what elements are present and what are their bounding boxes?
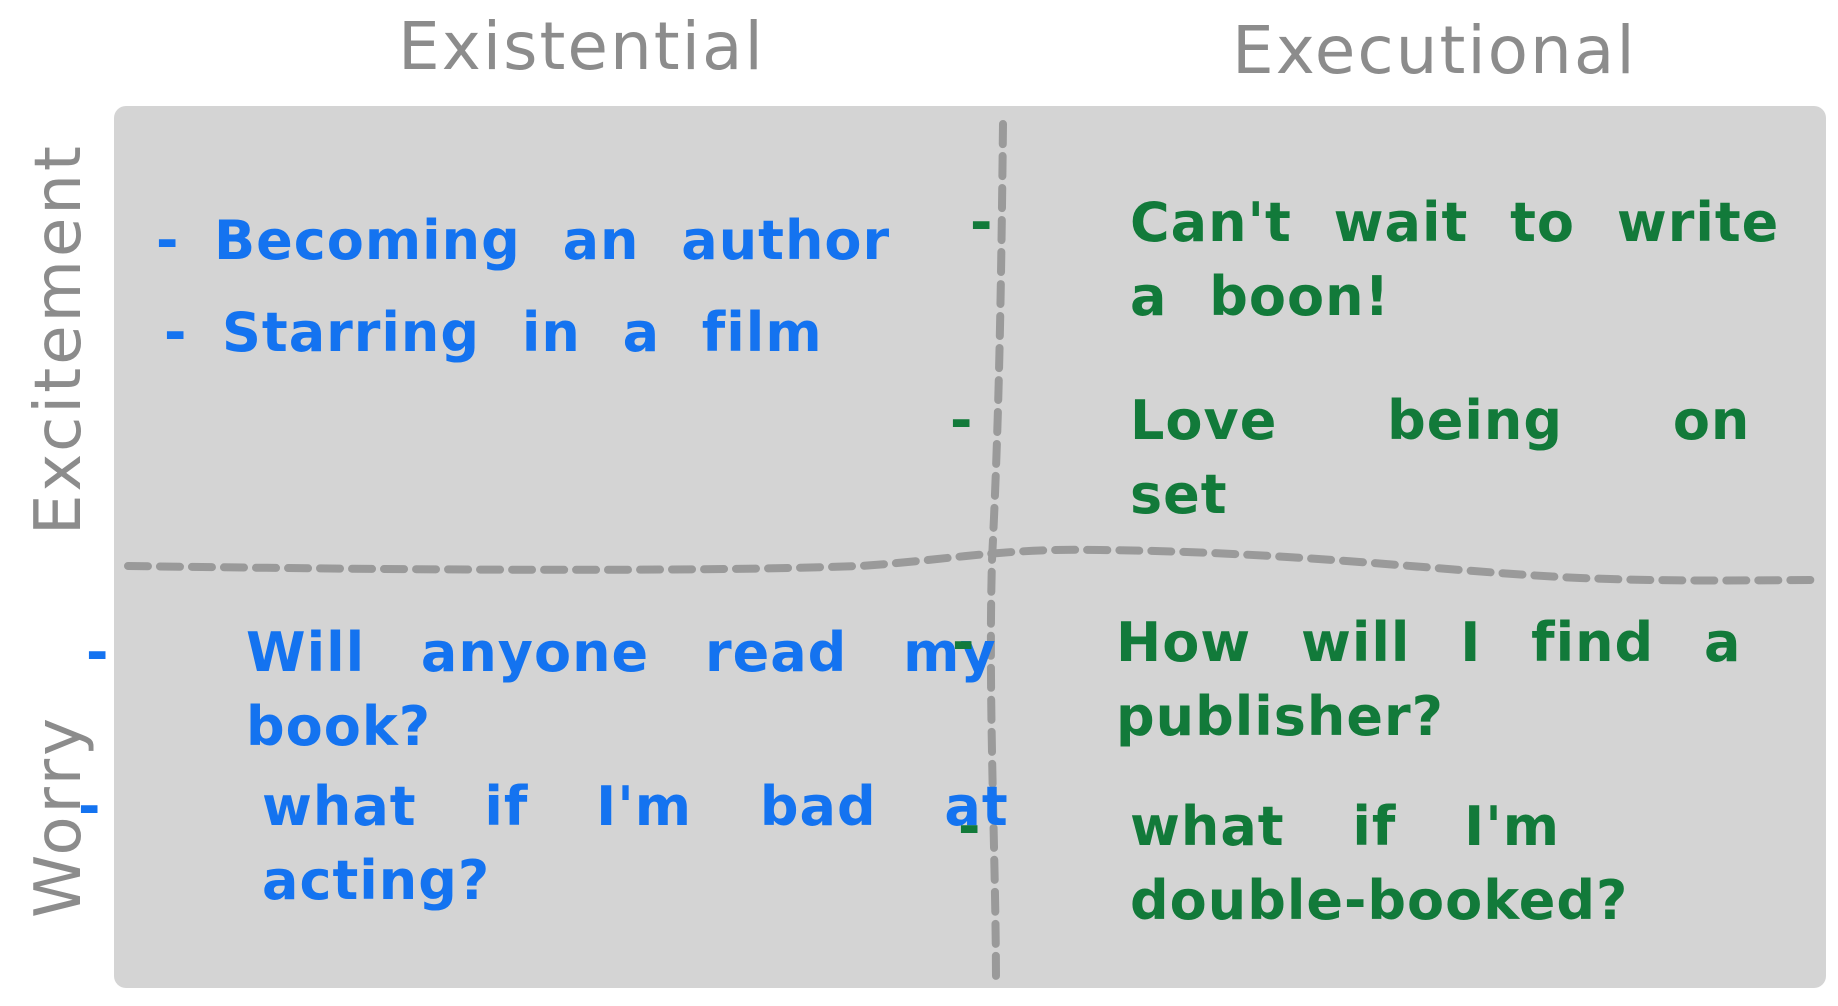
bullet-dash: - bbox=[952, 611, 976, 674]
bullet-dash: - bbox=[78, 775, 102, 838]
note-find-a-publisher: -How will I find a publisher? bbox=[952, 606, 1838, 754]
column-header-executional: Executional bbox=[1232, 12, 1637, 89]
bullet-dash: - bbox=[970, 191, 994, 254]
column-header-existential: Existential bbox=[398, 8, 765, 85]
bullet-dash: - bbox=[950, 389, 974, 452]
bullet-dash: - bbox=[958, 795, 982, 858]
note-starring-in-a-film: -Starring in a film bbox=[164, 296, 823, 370]
bullet-dash: - bbox=[164, 301, 188, 364]
bullet-dash: - bbox=[156, 209, 180, 272]
row-header-excitement: Excitement bbox=[22, 143, 96, 535]
note-bad-at-acting: -what if I'm bad at acting? bbox=[78, 770, 1062, 918]
note-becoming-an-author: -Becoming an author bbox=[156, 204, 890, 278]
bullet-dash: - bbox=[86, 621, 110, 684]
note-double-booked: -what if I'm double-booked? bbox=[958, 790, 1750, 938]
note-cant-wait-to-write: -Can't wait to write a boon! bbox=[970, 186, 1810, 334]
note-will-anyone-read-my-book: -Will anyone read my book? bbox=[86, 616, 1046, 764]
note-love-being-on-set: -Love being on set bbox=[950, 384, 1820, 532]
